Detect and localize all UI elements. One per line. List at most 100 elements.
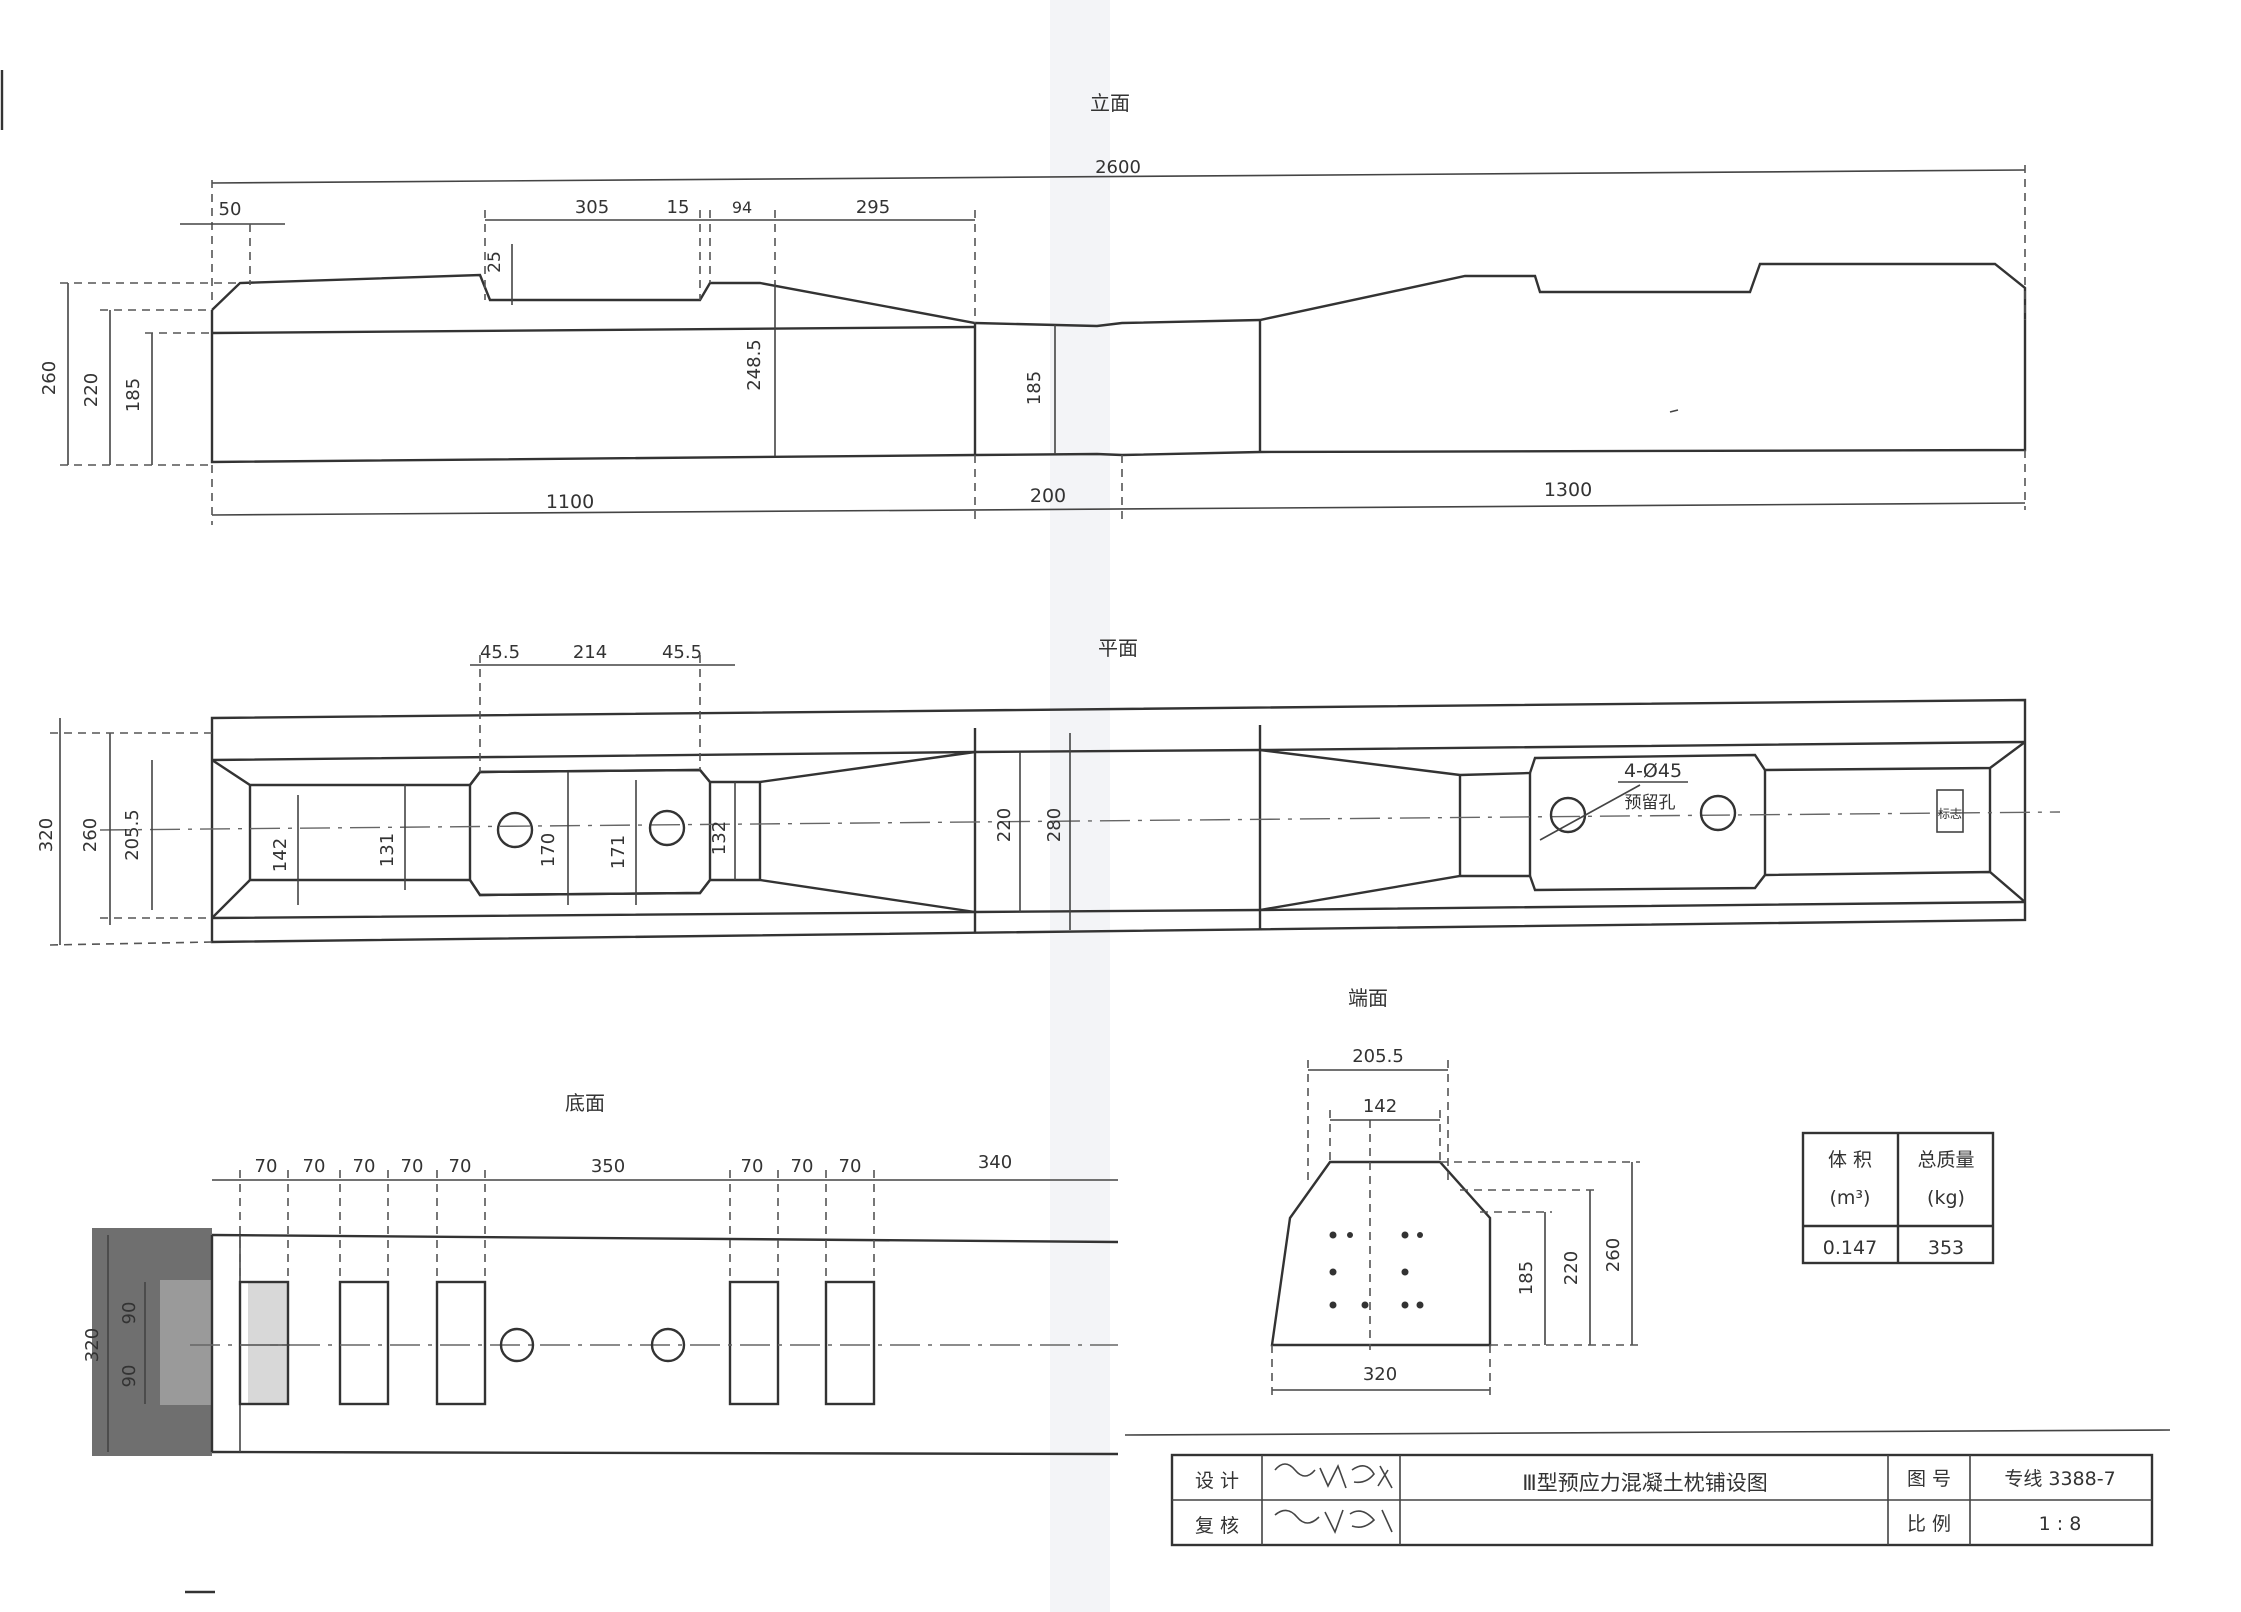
bottom-pocket [824, 1280, 876, 1406]
dim-b350: 350 [591, 1156, 625, 1177]
plan-view: 平面 4-Ø45 预留孔 标志 4 [36, 636, 2061, 946]
scan-smudge [248, 1282, 288, 1404]
qty-head-volume: 体 积 [1828, 1149, 1872, 1171]
dim-h170: 170 [538, 833, 559, 867]
dim-45-left: 45.5 [480, 642, 520, 663]
dim-b320: 320 [82, 1328, 103, 1362]
drawing-no-label: 图 号 [1907, 1468, 1951, 1490]
bottom-view-title: 底面 [565, 1091, 605, 1115]
dim-25: 25 [485, 251, 505, 273]
plan-hole [1549, 796, 1587, 834]
dim-h280-plan: 280 [1044, 808, 1065, 842]
dim-e142: 142 [1363, 1096, 1397, 1117]
ext-line [49, 941, 213, 946]
dim-h142: 142 [270, 838, 291, 872]
dim-h205-plan: 205.5 [122, 809, 143, 861]
title-block: 设 计 复 核 Ⅲ型预应力混凝土枕铺设图 图 号 专线 3388-7 比 例 1… [1124, 1429, 2171, 1547]
dim-e260: 260 [1603, 1238, 1624, 1272]
bottom-pocket [238, 1280, 290, 1406]
dim-214: 214 [573, 642, 607, 663]
plan-mark-box [1936, 789, 1964, 833]
bottom-bottom-edge [211, 1450, 1119, 1456]
dim-e320: 320 [1363, 1364, 1397, 1385]
dim-b70-6: 70 [741, 1156, 764, 1177]
dim-50: 50 [219, 199, 242, 220]
dim-305: 305 [575, 197, 609, 218]
elevation-bottom-edge [210, 310, 2027, 464]
dim-b70-5: 70 [449, 1156, 472, 1177]
dim-b70-4: 70 [401, 1156, 424, 1177]
dim-b70-8: 70 [839, 1156, 862, 1177]
plan-centerline [99, 811, 2061, 831]
dim-2600: 2600 [1095, 157, 1141, 178]
bottom-top-edge [211, 1233, 1119, 1244]
dim-b70-3: 70 [353, 1156, 376, 1177]
qty-head-mass-unit: (kg) [1927, 1187, 1965, 1209]
dim-h171: 171 [608, 835, 629, 869]
bottom-pocket [435, 1280, 487, 1406]
qty-volume-value: 0.147 [1823, 1237, 1877, 1259]
dim-e185: 185 [1516, 1261, 1537, 1295]
end-view-title: 端面 [1348, 986, 1388, 1010]
drawing-title: Ⅲ型预应力混凝土枕铺设图 [1522, 1471, 1767, 1495]
plan-view-title: 平面 [1098, 636, 1138, 660]
plan-mark-label: 标志 [1938, 807, 1962, 821]
qty-mass-value: 353 [1928, 1237, 1964, 1259]
plan-inner-top-line [211, 740, 2026, 762]
holes-note: 预留孔 [1625, 793, 1676, 813]
dim-line-2600 [211, 169, 2026, 184]
drawing-no-value: 专线 3388-7 [2004, 1468, 2115, 1490]
dim-45-right: 45.5 [662, 642, 702, 663]
dim-b340: 340 [978, 1152, 1012, 1173]
leader-holes [1539, 784, 1641, 841]
dim-1100: 1100 [546, 491, 594, 513]
title-block-top-rule [1124, 1429, 2171, 1436]
dim-h220-plan: 220 [994, 808, 1015, 842]
holes-label: 4-Ø45 [1624, 760, 1682, 782]
dim-15: 15 [667, 197, 690, 218]
plan-outer-outline [210, 698, 2027, 944]
elevation-view-title: 立面 [1090, 91, 1130, 115]
scan-fold-band [1050, 0, 1110, 1612]
dim-295: 295 [856, 197, 890, 218]
dim-1300: 1300 [1544, 479, 1592, 501]
dim-h260: 260 [39, 361, 60, 395]
dim-e220: 220 [1561, 1251, 1582, 1285]
bottom-view: 底面 70 70 70 70 70 350 70 70 70 340 [82, 1091, 1119, 1456]
tendon-dots [1329, 1231, 1424, 1309]
dim-b90-a: 90 [119, 1302, 140, 1325]
scale-label: 比 例 [1907, 1513, 1951, 1535]
dim-h185: 185 [123, 378, 144, 412]
dim-h132: 132 [709, 821, 730, 855]
scan-smudge [160, 1280, 212, 1405]
dim-b70-2: 70 [303, 1156, 326, 1177]
plan-right-lower-profile [1259, 870, 2026, 912]
elevation-rail-seat-line [211, 325, 976, 335]
dim-h220: 220 [81, 373, 102, 407]
elevation-view: 立面 2600 50 305 15 94 295 25 260 220 [39, 91, 2027, 525]
dim-h248: 248.5 [744, 339, 765, 391]
dim-h260-plan: 260 [80, 818, 101, 852]
bottom-pocket [338, 1280, 390, 1406]
bottom-hole [499, 1327, 535, 1363]
plan-right-upper-profile [1259, 741, 2026, 777]
bottom-pocket [728, 1280, 780, 1406]
elevation-top-profile [211, 262, 2027, 330]
plan-hole [496, 811, 534, 849]
designer-signature [1274, 1463, 1393, 1489]
review-label: 复 核 [1195, 1515, 1239, 1537]
qty-head-mass: 总质量 [1917, 1149, 1974, 1171]
dim-b70-1: 70 [255, 1156, 278, 1177]
end-view: 端面 205.5 142 185 220 260 3 [1270, 986, 1640, 1398]
dim-200: 200 [1030, 485, 1066, 507]
dim-b70-7: 70 [791, 1156, 814, 1177]
bottom-hole [650, 1327, 686, 1363]
dim-h185-center: 185 [1024, 371, 1045, 405]
qty-head-volume-unit: (m³) [1830, 1187, 1871, 1209]
scale-value: 1 : 8 [2039, 1513, 2082, 1535]
dim-b90-b: 90 [119, 1365, 140, 1388]
quantity-table: 体 积 (m³) 总质量 (kg) 0.147 353 [1801, 1131, 1995, 1265]
plan-inner-bottom-line [211, 900, 2026, 920]
stray-mark [1669, 409, 1679, 413]
